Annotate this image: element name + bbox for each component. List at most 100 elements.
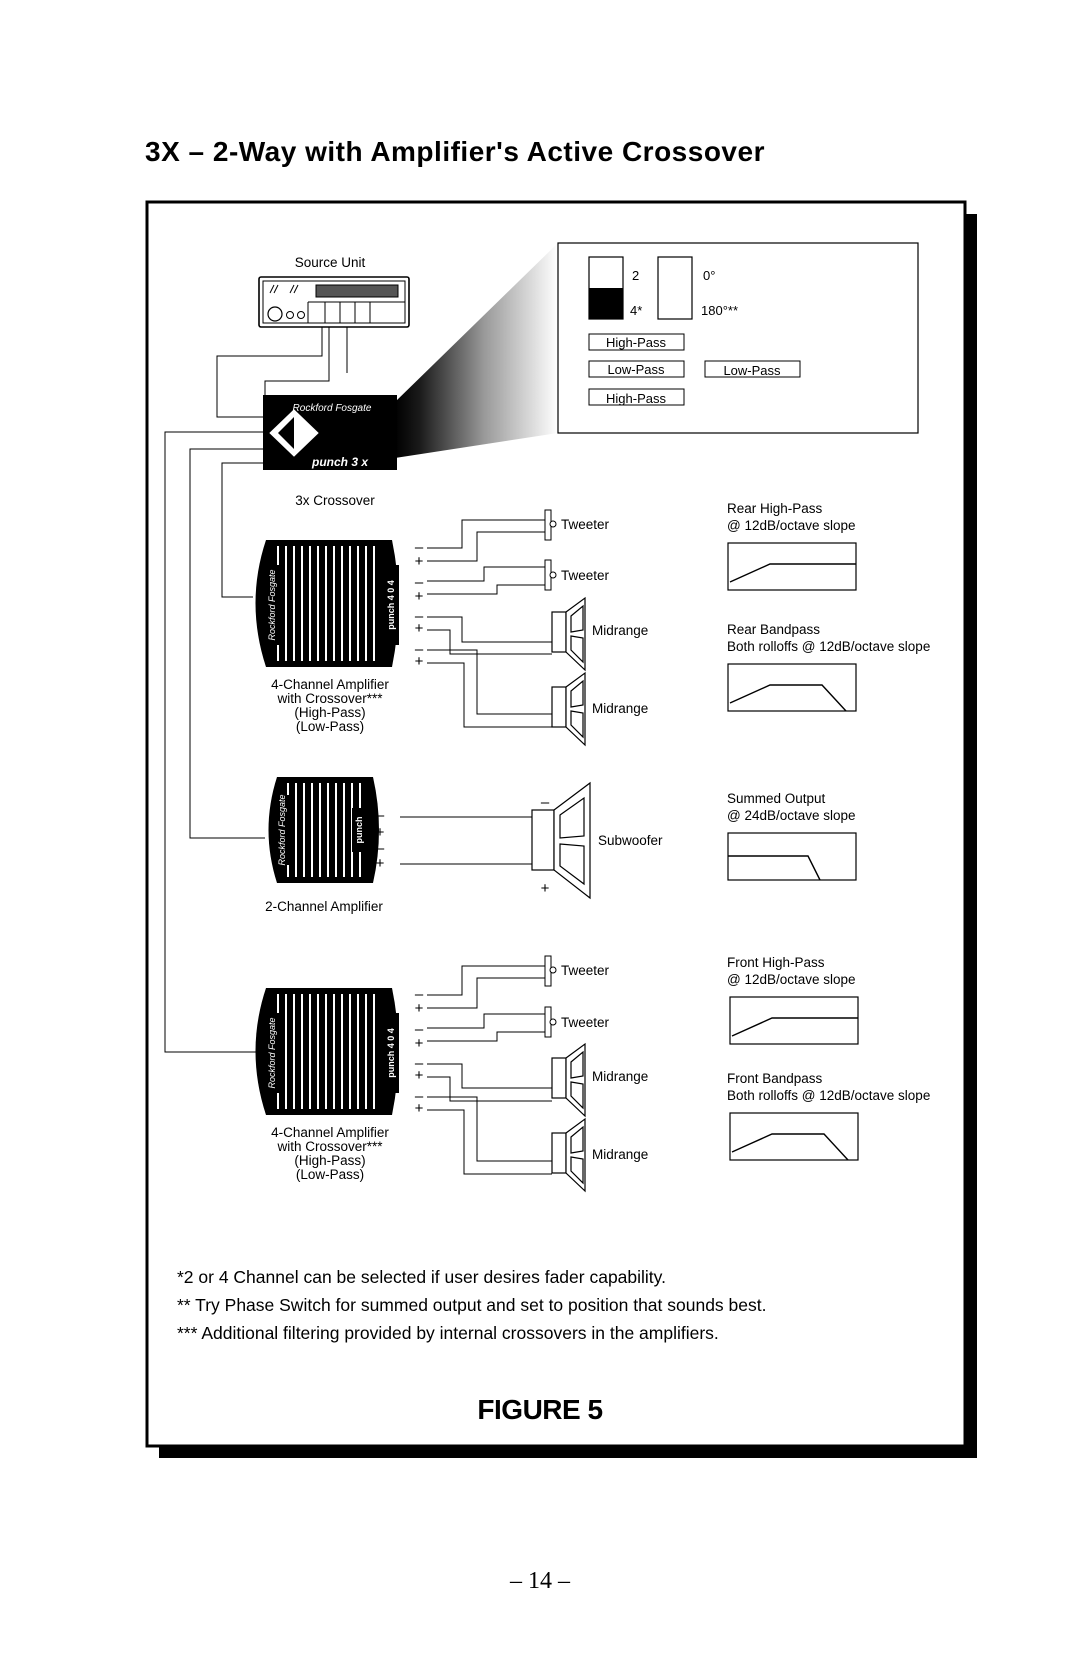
svg-text:–: –	[415, 641, 424, 658]
footnote-phase: ** Try Phase Switch for summed output an…	[177, 1295, 767, 1315]
front-amp-label-line1: 4-Channel Amplifier	[271, 1125, 389, 1140]
source-unit-label: Source Unit	[295, 255, 366, 270]
front-midrange-1-label: Midrange	[592, 1069, 648, 1084]
front-amp-label-line2: with Crossover***	[276, 1139, 383, 1154]
footnotes: *2 or 4 Channel can be selected if user …	[177, 1263, 767, 1347]
settings-zoom-fan	[395, 243, 558, 458]
rear-midrange-1-label: Midrange	[592, 623, 648, 638]
panel-box-low-pass-1: Low-Pass	[607, 362, 665, 377]
panel-box-high-pass-2: High-Pass	[606, 391, 666, 406]
svg-text:–: –	[415, 1055, 424, 1072]
rear-midrange-1	[551, 596, 586, 672]
svg-text:–: –	[415, 539, 424, 556]
svg-text:–: –	[415, 608, 424, 625]
rear-amplifier: Rockford Fosgate punch 4 0 4	[255, 540, 399, 667]
svg-text:+: +	[415, 1000, 424, 1017]
rear-amp-label-line3: (High-Pass)	[294, 705, 365, 720]
front-amplifier: Rockford Fosgate punch 4 0 4	[255, 988, 399, 1115]
panel-box-low-pass-2: Low-Pass	[723, 363, 781, 378]
phase-option-180: 180°**	[701, 303, 738, 318]
svg-text:Both rolloffs @ 12dB/octave sl: Both rolloffs @ 12dB/octave slope	[727, 1088, 930, 1103]
svg-text:+: +	[415, 620, 424, 637]
front-amp-terminals: –+ –+ –+ –+	[415, 986, 424, 1117]
svg-text:Rear High-Pass: Rear High-Pass	[727, 501, 823, 516]
figure-caption: FIGURE 5	[477, 1394, 603, 1425]
source-wires	[216, 327, 348, 418]
svg-text:+: +	[376, 824, 385, 841]
svg-text:Both rolloffs @ 12dB/octave sl: Both rolloffs @ 12dB/octave slope	[727, 639, 930, 654]
svg-text:–: –	[415, 1088, 424, 1105]
sub-amp-model: punch	[354, 817, 364, 844]
sub-amp-wires	[400, 816, 532, 865]
channel-option-4: 4*	[630, 303, 642, 318]
front-amp-label-line4: (Low-Pass)	[296, 1167, 364, 1182]
phase-option-0: 0°	[703, 268, 715, 283]
front-amp-model: punch 4 0 4	[386, 1028, 396, 1078]
svg-text:–: –	[376, 840, 385, 857]
svg-text:+: +	[376, 855, 385, 872]
rear-tweeter-1-label: Tweeter	[561, 517, 610, 532]
front-high-pass-response: Front High-Pass @ 12dB/octave slope	[727, 955, 859, 1045]
svg-text:–: –	[541, 794, 550, 811]
rear-tweeter-2-label: Tweeter	[561, 568, 610, 583]
svg-text:+: +	[415, 1067, 424, 1084]
svg-text:–: –	[415, 574, 424, 591]
rear-amp-label-line2: with Crossover***	[276, 691, 383, 706]
subwoofer-label: Subwoofer	[598, 833, 663, 848]
svg-text:+: +	[415, 1100, 424, 1117]
front-tweeter-1	[544, 955, 557, 987]
rear-amp-brand: Rockford Fosgate	[267, 569, 277, 640]
source-unit: Source Unit	[258, 255, 410, 328]
crossover-label: 3x Crossover	[295, 493, 375, 508]
crossover-brand: Rockford Fosgate	[293, 403, 372, 414]
svg-text:+: +	[415, 1035, 424, 1052]
svg-text:+: +	[415, 653, 424, 670]
crossover-to-amp-wires	[164, 431, 265, 1053]
sub-amp-label: 2-Channel Amplifier	[265, 899, 383, 914]
page-title: 3X – 2-Way with Amplifier's Active Cross…	[145, 136, 765, 167]
subwoofer	[531, 781, 591, 900]
channel-option-2: 2	[632, 268, 639, 283]
front-midrange-1	[551, 1042, 586, 1118]
svg-text:+: +	[541, 880, 550, 897]
summed-output-response: Summed Output @ 24dB/octave slope	[727, 791, 857, 881]
svg-text:@ 24dB/octave slope: @ 24dB/octave slope	[727, 808, 856, 823]
footnote-channel: *2 or 4 Channel can be selected if user …	[177, 1267, 666, 1287]
rear-amp-model: punch 4 0 4	[386, 580, 396, 630]
crossover-model: punch 3 x	[311, 455, 369, 469]
rear-high-pass-response: Rear High-Pass @ 12dB/octave slope	[727, 501, 857, 591]
crossover-settings-panel: 2 4* 0° 180°** High-Pass Low-Pass Low-Pa…	[557, 242, 919, 434]
front-midrange-2	[551, 1117, 586, 1193]
svg-text:–: –	[415, 1021, 424, 1038]
rear-midrange-2-label: Midrange	[592, 701, 648, 716]
svg-text:–: –	[415, 986, 424, 1003]
svg-text:Front Bandpass: Front Bandpass	[727, 1071, 823, 1086]
crossover-unit: Rockford Fosgate punch 3 x 3x Crossover	[263, 395, 397, 508]
sub-amplifier: Rockford Fosgate punch	[268, 777, 379, 883]
svg-text:@ 12dB/octave slope: @ 12dB/octave slope	[727, 518, 856, 533]
rear-bandpass-response: Rear Bandpass Both rolloffs @ 12dB/octav…	[727, 622, 930, 712]
rear-tweeter-1	[544, 509, 557, 541]
rear-amp-label-line4: (Low-Pass)	[296, 719, 364, 734]
svg-text:+: +	[415, 588, 424, 605]
rear-amp-terminals: –+ –+ –+ –+	[415, 539, 424, 670]
front-amp-label-line3: (High-Pass)	[294, 1153, 365, 1168]
rear-amp-label-line1: 4-Channel Amplifier	[271, 677, 389, 692]
panel-box-high-pass-1: High-Pass	[606, 335, 666, 350]
footnote-filtering: *** Additional filtering provided by int…	[177, 1323, 719, 1343]
front-tweeter-2	[544, 1006, 557, 1038]
svg-text:Summed Output: Summed Output	[727, 791, 826, 806]
phase-switch	[657, 256, 693, 320]
sub-amp-terminals: –+ –+ –+	[376, 794, 550, 897]
svg-text:+: +	[415, 553, 424, 570]
svg-text:–: –	[376, 807, 385, 824]
rear-tweeter-2	[544, 559, 557, 591]
front-amp-brand: Rockford Fosgate	[267, 1017, 277, 1088]
rear-amp-wires	[427, 519, 552, 728]
sub-amp-brand: Rockford Fosgate	[277, 794, 287, 865]
front-bandpass-response: Front Bandpass Both rolloffs @ 12dB/octa…	[727, 1071, 930, 1161]
front-tweeter-1-label: Tweeter	[561, 963, 610, 978]
front-tweeter-2-label: Tweeter	[561, 1015, 610, 1030]
front-amp-wires	[427, 965, 552, 1175]
